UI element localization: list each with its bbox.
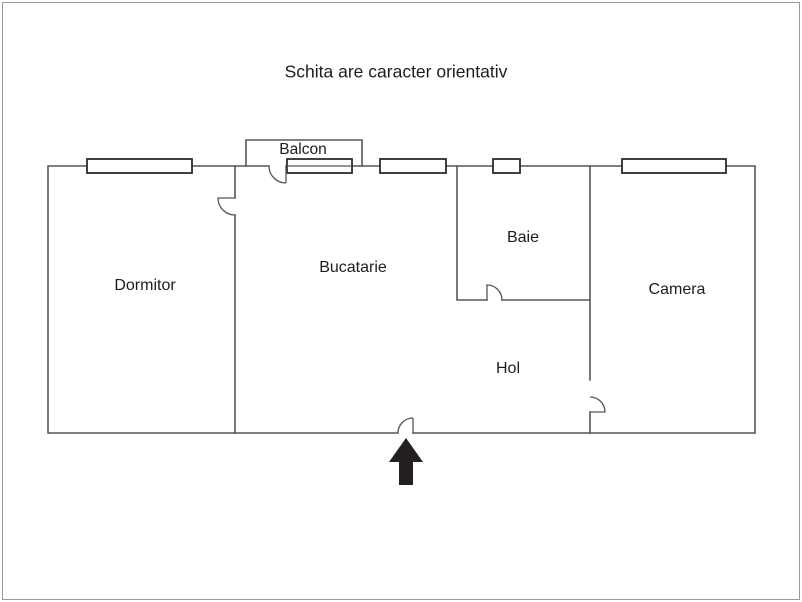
- room-label-bucatarie: Bucatarie: [319, 259, 387, 276]
- window-bucatarie: [379, 158, 447, 174]
- window-camera: [621, 158, 727, 174]
- window-dormitor: [86, 158, 193, 174]
- plan-disclaimer-title: Schita are caracter orientativ: [284, 61, 508, 82]
- window-baie: [492, 158, 521, 174]
- room-label-baie: Baie: [506, 229, 540, 246]
- entrance-arrow-icon: [389, 438, 423, 485]
- room-label-hol: Hol: [495, 360, 521, 377]
- door-balcon: [268, 165, 287, 184]
- windows: [86, 158, 727, 174]
- door-entrance: [397, 417, 414, 434]
- interior-walls: [234, 165, 591, 434]
- door-hol-camera: [589, 396, 606, 413]
- door-dormitor: [217, 197, 236, 216]
- room-label-camera: Camera: [648, 281, 706, 298]
- balcony-outline: [245, 139, 363, 167]
- room-label-balcon: Balcon: [279, 141, 327, 158]
- room-label-dormitor: Dormitor: [114, 277, 176, 294]
- door-baie: [486, 284, 503, 301]
- doors: [217, 165, 606, 434]
- exterior-walls: [47, 165, 756, 434]
